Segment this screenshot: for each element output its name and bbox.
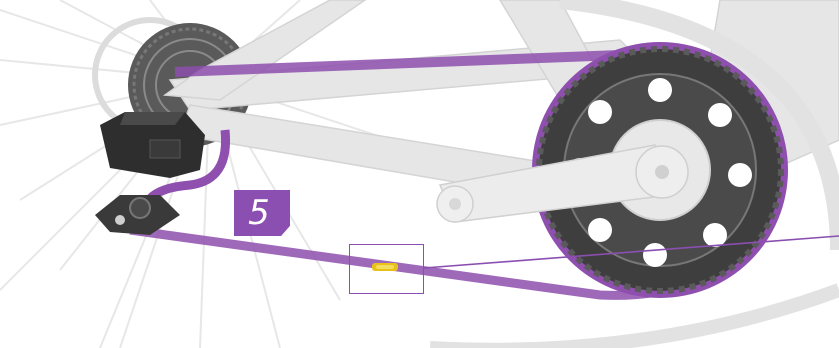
callout-leader-line [423,235,839,269]
step-number: 5 [248,193,270,233]
quick-link-icon [372,263,398,271]
quick-link-callout-box [349,244,424,294]
crank-arm [436,144,689,223]
step-number-badge: 5 [234,190,290,236]
rear-derailleur [95,112,231,235]
